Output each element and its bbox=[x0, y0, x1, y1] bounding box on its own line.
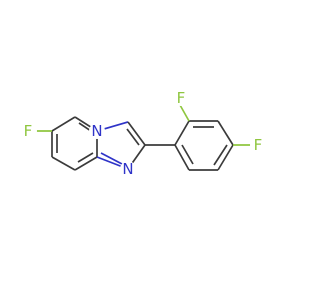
molecule-structure-diagram: F N N F F bbox=[19, 89, 266, 178]
bond-ortho-fluorine bbox=[179, 104, 190, 122]
fluorine-left-label-background bbox=[19, 122, 37, 140]
bond-c8a-c8-double bbox=[77, 152, 94, 163]
fluorine-para-label-background bbox=[250, 137, 266, 153]
bond-phenyl-4-5-double bbox=[213, 144, 228, 166]
nitrogen-imine-label-background bbox=[120, 161, 136, 177]
bond-phenyl-6-1 bbox=[174, 144, 190, 171]
fluorine-left-label: F bbox=[24, 122, 33, 140]
bond-c8a-c8 bbox=[74, 156, 98, 171]
nitrogen-bridge-label: N bbox=[91, 122, 102, 140]
nitrogen-imine-label: N bbox=[122, 160, 133, 178]
bond-c8-c7 bbox=[51, 156, 76, 171]
bond-c3-c2 bbox=[127, 121, 146, 146]
bond-phenyl-3-4 bbox=[217, 120, 234, 146]
fluorine-para-label: F bbox=[254, 136, 263, 154]
bond-phenyl-4-5 bbox=[217, 144, 234, 171]
bond-phenyl-1-2 bbox=[174, 120, 190, 146]
bond-n3-c8a-double bbox=[100, 152, 123, 165]
bond-c3-c2-double bbox=[126, 128, 140, 146]
fluorine-ortho-label: F bbox=[177, 89, 186, 107]
bond-c6-c5 bbox=[51, 116, 76, 132]
fluorine-ortho-label-background bbox=[173, 90, 189, 106]
bond-phenyl-6-1-double bbox=[181, 144, 194, 165]
nitrogen-bridge-label-background bbox=[89, 123, 105, 139]
